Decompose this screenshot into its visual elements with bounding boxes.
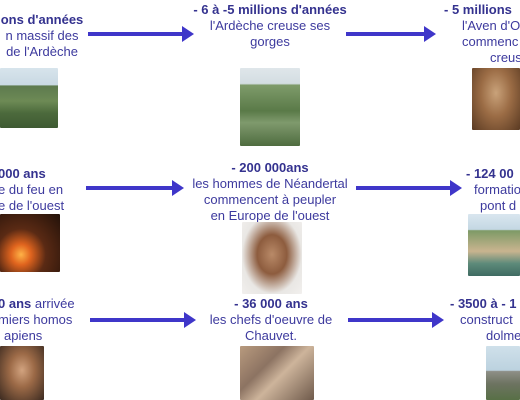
event-desc-line: construct [460, 312, 513, 327]
event-gorges: - 6 à -5 millions d'années l'Ardèche cre… [190, 2, 350, 50]
event-desc-line: l'Aven d'O [462, 18, 520, 33]
event-desc-line: l'Ardèche creuse ses [209, 18, 331, 33]
event-desc-line: apiens [4, 328, 43, 343]
event-massif: ons d'années n massif des de l'Ardèche [0, 12, 88, 60]
event-desc-line: creus [490, 50, 520, 65]
arrow-right [356, 180, 462, 196]
cave-painting-image [240, 346, 314, 400]
event-date: - 6 à -5 millions d'années [190, 2, 350, 18]
event-date: - 5 millions [444, 2, 512, 17]
event-date: - 200 000ans [231, 160, 309, 175]
event-desc-line: les chefs d'oeuvre de [209, 312, 333, 327]
event-desc-line: les hommes de Néandertal [192, 176, 348, 191]
gorges-image [240, 68, 300, 146]
cave-image [472, 68, 520, 130]
neanderthal-image [242, 222, 302, 294]
arrow-right [88, 26, 194, 42]
mountain-landscape-image [0, 68, 58, 128]
event-desc-line: n massif des [5, 28, 79, 43]
event-date: 000 ans [0, 166, 46, 181]
homo-sapiens-image [0, 346, 44, 400]
event-date: - 3500 à - 1 [450, 296, 517, 311]
arrow-right [86, 180, 184, 196]
event-desc-line: gorges [250, 34, 290, 49]
arrow-right [90, 312, 196, 328]
event-chauvet: - 36 000 ans les chefs d'oeuvre de Chauv… [196, 296, 346, 344]
event-date: 0 ans [0, 296, 32, 311]
event-date: - 124 00 [466, 166, 514, 181]
event-date-line: 0 ans arrivée [0, 296, 88, 312]
event-desc-line: e du feu en [0, 182, 64, 197]
event-desc-line: de l'Ardèche [6, 44, 78, 59]
event-pont: - 124 00 formatio pont d [466, 166, 520, 214]
event-date: - 36 000 ans [234, 296, 308, 311]
event-desc-line: commencent à peupler [203, 192, 337, 207]
dolmen-image [486, 346, 520, 400]
event-desc-line: Chauvet. [244, 328, 298, 343]
event-desc-line: formatio [474, 182, 520, 197]
event-sapiens: 0 ans arrivée miers homos apiens [0, 296, 88, 344]
event-date-suffix: arrivée [34, 296, 75, 311]
event-date: ons d'années [0, 12, 84, 27]
natural-bridge-image [468, 214, 520, 276]
arrow-right [348, 312, 444, 328]
event-date-text: - 6 à -5 millions d'années [193, 2, 347, 17]
campfire-image [0, 214, 60, 272]
event-desc-line: en Europe de l'ouest [210, 208, 330, 223]
event-feu: 000 ans e du feu en e de l'ouest [0, 166, 78, 214]
event-dolmen: - 3500 à - 1 construct dolme [450, 296, 520, 344]
event-desc-line: commenc [462, 34, 519, 49]
event-desc-line: miers homos [0, 312, 73, 327]
event-desc-line: dolme [486, 328, 520, 343]
event-desc-line: e de l'ouest [0, 198, 65, 213]
arrow-right [346, 26, 436, 42]
event-desc-line: pont d [480, 198, 517, 213]
event-neandertal: - 200 000ans les hommes de Néandertal co… [180, 160, 360, 224]
event-aven: - 5 millions l'Aven d'O commenc creus [444, 2, 520, 66]
